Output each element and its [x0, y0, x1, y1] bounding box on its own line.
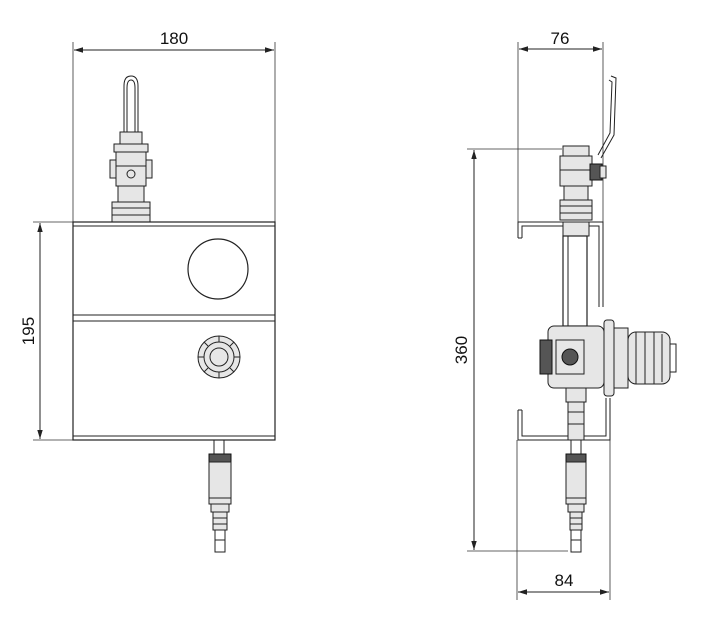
ball-valve-side — [559, 75, 617, 221]
dimension-label-195: 195 — [19, 317, 38, 345]
dimension-side-height: 360 — [452, 148, 568, 552]
dimension-label-76: 76 — [551, 29, 570, 48]
front-view: 180 195 — [19, 29, 276, 553]
wall-bracket — [517, 221, 611, 441]
dimension-front-width: 180 — [72, 29, 276, 222]
side-view: 76 360 84 — [452, 29, 677, 600]
dimension-label-84: 84 — [555, 571, 574, 590]
regulator-side — [539, 319, 677, 397]
pressure-gauge — [187, 238, 249, 300]
dimension-label-360: 360 — [452, 336, 471, 364]
ball-valve — [109, 75, 153, 223]
adjustment-knob — [197, 335, 241, 379]
outlet-fitting — [208, 439, 232, 553]
outlet-fitting-side — [565, 387, 587, 553]
dimension-side-bottom-width: 84 — [516, 400, 611, 600]
dimension-label-180: 180 — [160, 29, 188, 48]
dimension-front-height: 195 — [19, 221, 73, 441]
dimension-side-top-width: 76 — [517, 29, 604, 222]
flow-tube — [562, 221, 590, 327]
